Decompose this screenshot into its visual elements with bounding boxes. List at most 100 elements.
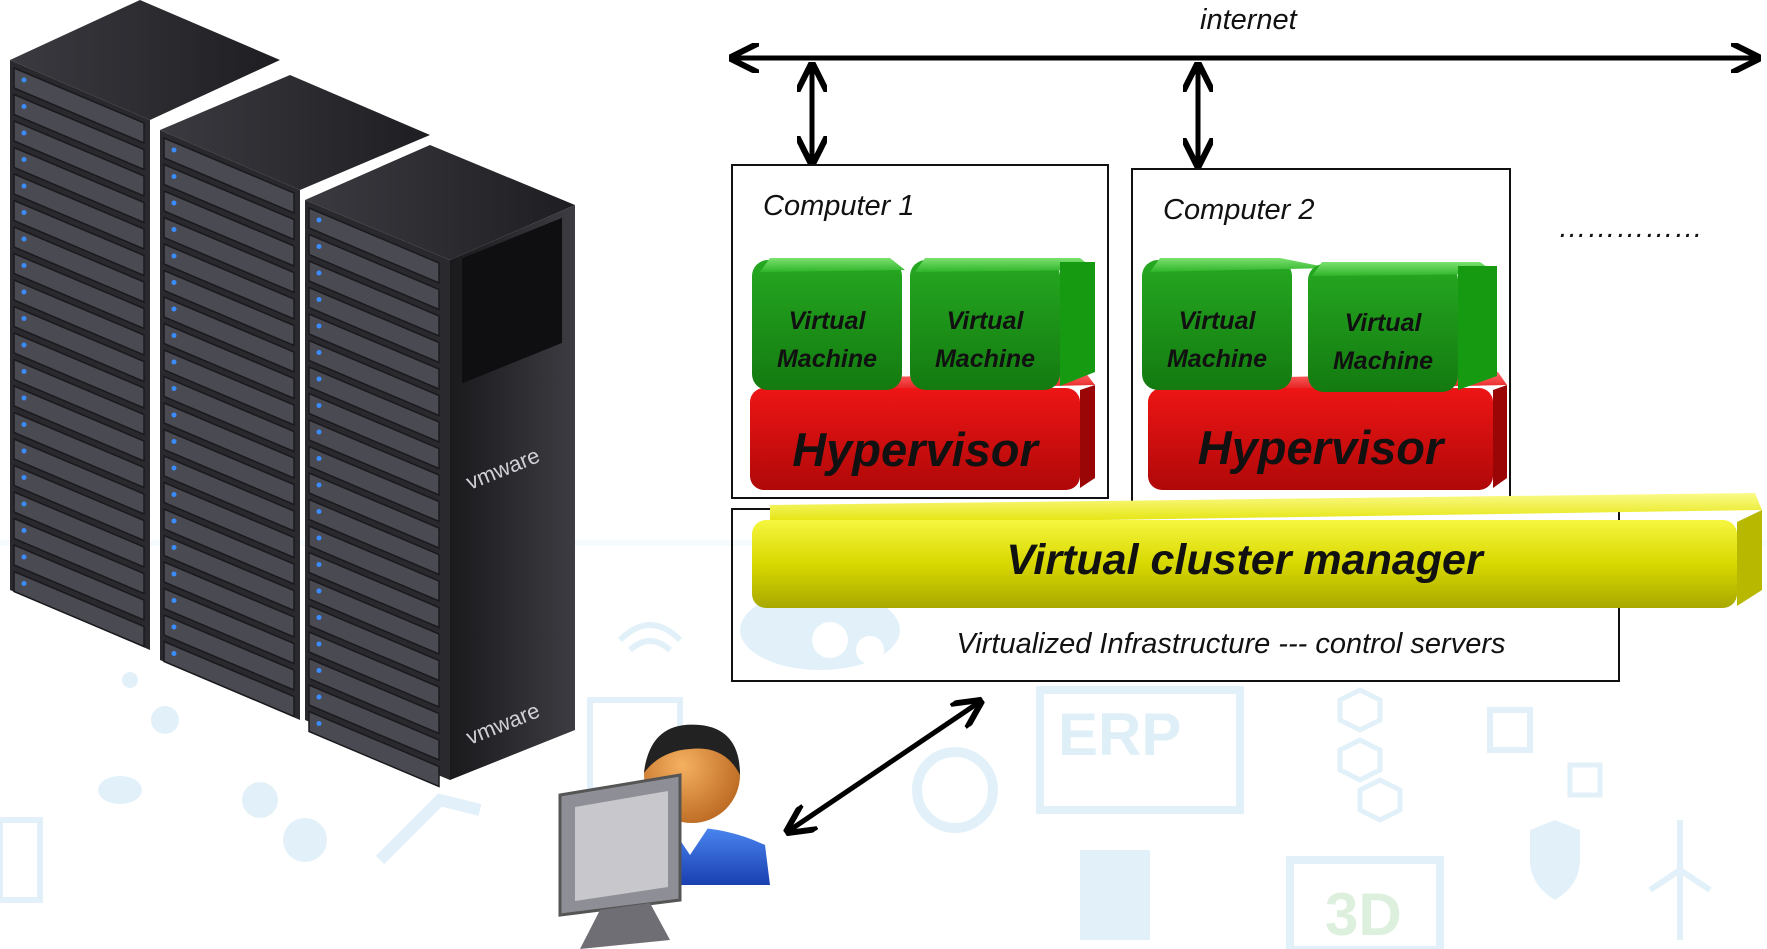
rack-unit: [308, 577, 440, 656]
rack-led: [316, 721, 322, 726]
rack-led: [171, 651, 177, 656]
rack-unit: [163, 587, 295, 665]
rack-led: [171, 598, 177, 603]
internet-label: internet: [1200, 4, 1297, 36]
rack-unit: [308, 498, 440, 576]
vm-label-line2: Machine: [1166, 345, 1268, 373]
rack-led: [316, 535, 322, 541]
battery-icon: [0, 817, 43, 903]
rack-led: [21, 236, 27, 242]
rack-led: [21, 342, 27, 348]
rack-unit: [13, 252, 145, 330]
rack-unit: [308, 286, 440, 364]
vm-label-line2: Machine: [1332, 347, 1434, 375]
vm-block-1-2: [910, 258, 1095, 390]
rack-unit: [308, 710, 440, 788]
rack-unit: [13, 464, 145, 542]
rack-led: [316, 270, 322, 276]
rack-led: [21, 77, 27, 83]
rack-unit: [163, 534, 295, 612]
rack-unit: [308, 604, 440, 682]
rack-unit: [163, 640, 295, 718]
rack-led: [21, 369, 27, 374]
vm-label-line2: Machine: [776, 345, 878, 373]
rack-unit: [308, 683, 440, 762]
more-computers-ellipsis: ……………: [1558, 212, 1703, 244]
rack-led: [316, 562, 322, 567]
rack-led: [171, 174, 177, 179]
rack-unit: [308, 365, 440, 444]
wind-turbine-icon: [1648, 820, 1712, 940]
rack-led: [21, 422, 27, 427]
computer-2-title: Computer 2: [1163, 194, 1315, 226]
rack-unit: [308, 392, 440, 470]
rack-led: [316, 668, 322, 673]
rack-unit: [163, 242, 295, 321]
cluster-manager-label: Virtual cluster manager: [1006, 536, 1483, 584]
infrastructure-subtitle: Virtualized Infrastructure --- control s…: [956, 628, 1506, 660]
computer-1-box: [731, 164, 1109, 499]
rack-unit: [13, 146, 145, 224]
rack-led: [316, 429, 322, 435]
rack-led: [171, 359, 177, 365]
rack-led: [316, 694, 322, 700]
rack-unit: [163, 163, 295, 241]
rack-unit: [308, 657, 440, 735]
rack-led: [171, 147, 177, 153]
computer-1-title: Computer 1: [763, 190, 915, 222]
rack-led: [21, 528, 27, 533]
cluster-manager-block: [752, 493, 1762, 608]
rack-unit: [163, 216, 295, 294]
rack-unit: [13, 66, 145, 145]
rack-led: [21, 289, 27, 295]
rack-unit: [308, 418, 440, 497]
rack-led: [171, 518, 177, 524]
gear-icon: [242, 782, 278, 818]
rack-led: [21, 448, 27, 454]
vm-1-1-label: Virtual Machine: [752, 302, 902, 378]
hypervisor-1-label: Hypervisor: [792, 423, 1038, 476]
rack-unit: [163, 560, 295, 639]
rack-unit: [308, 259, 440, 338]
rack-unit: [13, 411, 145, 489]
robot-arm-icon: [375, 793, 482, 865]
rack-unit: [13, 543, 145, 622]
rack-led: [316, 350, 322, 355]
rack-unit: [13, 199, 145, 277]
rack-led: [316, 297, 322, 302]
rack-led: [171, 386, 177, 391]
rack-unit: [163, 375, 295, 453]
rack-led: [21, 581, 27, 586]
vm-1-2-label: Virtual Machine: [910, 302, 1060, 378]
rack-led: [316, 482, 322, 488]
rack-unit: [13, 119, 145, 198]
rack-led: [21, 263, 27, 268]
rack-unit: [163, 189, 295, 268]
rack-led: [171, 253, 177, 259]
rack-led: [171, 545, 177, 550]
rack-unit: [13, 358, 145, 436]
rack-led: [21, 210, 27, 215]
rack-unit: [308, 312, 440, 391]
erp-label: ERP: [1058, 701, 1181, 768]
rack-unit: [13, 331, 145, 410]
rack-led: [171, 200, 177, 206]
rack-unit: [308, 471, 440, 550]
rack-unit: [13, 437, 145, 516]
vm-block-2-2: [1308, 262, 1497, 392]
user-to-cluster-arrow: [790, 703, 978, 830]
vm-block-1-1: [752, 258, 905, 390]
hypervisor-2-label: Hypervisor: [1197, 421, 1444, 474]
vm-block-2-1: [1142, 258, 1330, 390]
rack-unit: [13, 305, 145, 383]
rack-unit: [13, 570, 145, 648]
rack-unit: [308, 206, 440, 285]
rack-led: [171, 492, 177, 497]
wifi-icon: [617, 622, 683, 653]
rack-led: [316, 244, 322, 249]
rack-led: [316, 403, 322, 408]
rack-led: [21, 104, 27, 109]
rack-led: [316, 376, 322, 382]
